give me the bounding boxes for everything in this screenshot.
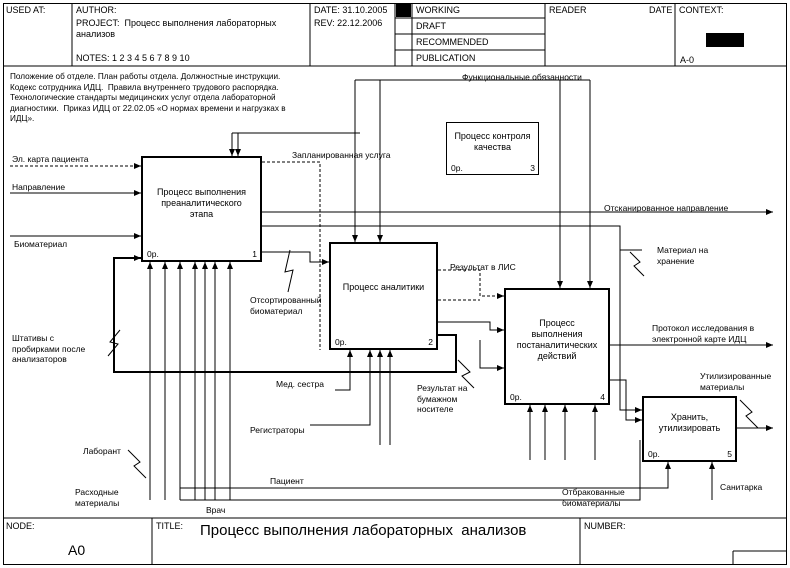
label-rejected: Отбракованные биоматериалы (562, 487, 625, 508)
box-cost: 0р. (648, 449, 660, 459)
box-quality-control[interactable]: Процесс контроля качества 0р. 3 (446, 122, 539, 175)
label-scanned: Отсканированное направление (604, 203, 729, 213)
label-material-storage: Материал на хранение (657, 245, 709, 266)
box-postanalytic[interactable]: Процесс выполнения постаналитических дей… (504, 288, 610, 405)
author-label: AUTHOR: (76, 5, 117, 15)
context-id: A-0 (680, 55, 695, 65)
box-number: 5 (727, 449, 732, 459)
box-cost: 0р. (510, 392, 522, 402)
status-working: WORKING (416, 5, 460, 15)
context-box (706, 33, 744, 47)
label-biomaterial: Биоматериал (14, 239, 68, 249)
used-at-label: USED AT: (6, 5, 46, 15)
status-recommended: RECOMMENDED (416, 37, 489, 47)
label-cleaner: Санитарка (720, 482, 763, 492)
reader-label: READER (549, 5, 587, 15)
box-number: 2 (428, 337, 433, 347)
box-cost: 0р. (335, 337, 347, 347)
controls-note: Положение об отделе. План работы отдела.… (10, 72, 286, 123)
box-label: Процесс аналитики (342, 282, 425, 292)
working-marker (396, 4, 411, 17)
status-publication: PUBLICATION (416, 53, 476, 63)
status-draft: DRAFT (416, 21, 446, 31)
box-cost: 0р. (147, 249, 159, 259)
label-racks: Штативы с пробирками после анализаторов (12, 333, 86, 364)
node-value: A0 (68, 542, 86, 558)
label-direction: Направление (12, 182, 66, 192)
label-disposed: Утилизированные материалы (700, 371, 772, 392)
reader-date-label: DATE (649, 5, 673, 15)
label-functions: Функциональные обязанности (462, 72, 582, 82)
date-label: DATE: 31.10.2005 (314, 5, 388, 15)
box-label: Процесс контроля качества (454, 131, 531, 152)
title-label: TITLE: (156, 521, 184, 531)
label-el-card: Эл. карта пациента (12, 154, 89, 164)
label-registrars: Регистраторы (250, 425, 305, 435)
box-store-dispose[interactable]: Хранить, утилизировать 0р. 5 (642, 396, 737, 462)
number-label: NUMBER: (584, 521, 626, 531)
box-cost: 0р. (451, 163, 463, 173)
box-label: Процесс выполнения преаналитического эта… (156, 187, 247, 219)
diagram-title: Процесс выполнения лабораторных анализов (200, 522, 527, 539)
box-number: 1 (252, 249, 257, 259)
rev-label: REV: 22.12.2006 (314, 18, 383, 28)
label-med-nurse: Мед. сестра (276, 379, 324, 389)
project-label: PROJECT: Процесс выполнения лабораторных… (76, 18, 277, 39)
box-label: Хранить, утилизировать (658, 412, 721, 433)
box-number: 4 (600, 392, 605, 402)
label-result-paper: Результат на бумажном носителе (417, 383, 468, 414)
label-protocol: Протокол исследования в электронной карт… (652, 323, 755, 344)
box-label: Процесс выполнения постаналитических дей… (516, 318, 598, 361)
label-planned: Запланированная услуга (292, 150, 391, 160)
label-patient: Пациент (270, 476, 304, 486)
box-number: 3 (530, 163, 535, 173)
node-label: NODE: (6, 521, 35, 531)
label-lab-assistant: Лаборант (83, 446, 121, 456)
box-analytics[interactable]: Процесс аналитики 0р. 2 (329, 242, 438, 350)
context-label: CONTEXT: (679, 5, 724, 15)
notes-label: NOTES: 1 2 3 4 5 6 7 8 9 10 (76, 53, 190, 63)
label-result-lis: Результат в ЛИС (450, 262, 516, 272)
box-preanalytic[interactable]: Процесс выполнения преаналитического эта… (141, 156, 262, 262)
label-sorted: Отсортированный биоматериал (250, 295, 322, 316)
label-consumables: Расходные материалы (75, 487, 120, 508)
label-doctor: Врач (206, 505, 226, 515)
